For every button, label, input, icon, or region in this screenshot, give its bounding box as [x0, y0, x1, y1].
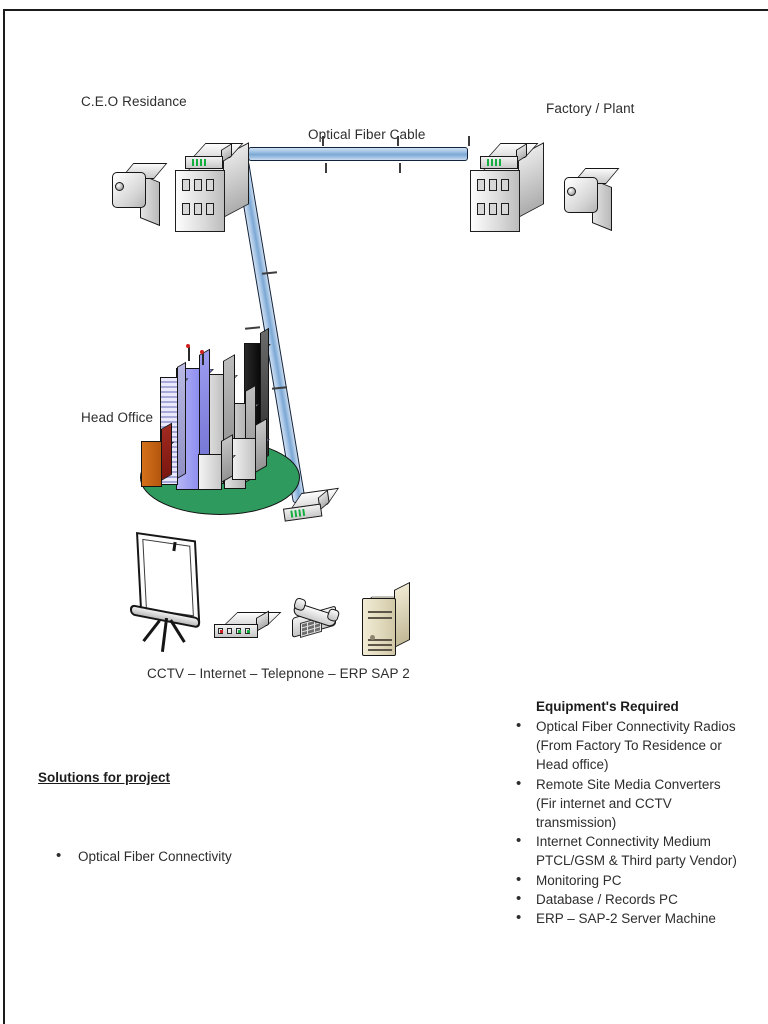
label-ceo-residence: C.E.O Residance	[81, 94, 187, 109]
projector-leg	[142, 619, 162, 643]
server-vent	[368, 649, 392, 652]
antenna-mast	[188, 347, 190, 361]
router-port	[227, 628, 232, 634]
projector-leg	[160, 617, 169, 653]
solutions-section: Solutions for project Optical Fiber Conn…	[38, 770, 338, 866]
converter-led	[499, 159, 502, 166]
cable-tick-above-1	[322, 136, 324, 146]
server-vent	[368, 639, 392, 642]
list-item: Monitoring PC	[512, 870, 742, 890]
list-item: Internet Connectivity Medium PTCL/GSM & …	[512, 831, 742, 870]
server-drive-slot	[368, 611, 392, 614]
label-factory-plant: Factory / Plant	[546, 101, 635, 116]
building-window	[501, 203, 509, 215]
router-led-green	[238, 630, 241, 633]
building-window	[501, 179, 509, 191]
optical-fiber-cable-horizontal	[248, 147, 468, 161]
solutions-title: Solutions for project	[38, 770, 171, 785]
building-window	[194, 203, 202, 215]
converter-led	[491, 159, 494, 166]
cable-tick-below-2	[399, 163, 401, 173]
label-devices-caption: CCTV – Internet – Telepnone – ERP SAP 2	[147, 666, 410, 681]
server-drive-slot	[368, 617, 392, 620]
diagonal-tick-1	[261, 271, 278, 275]
server-side	[394, 581, 410, 648]
building-window	[489, 203, 497, 215]
building-window	[477, 203, 485, 215]
cctv-camera-icon-ceo	[110, 160, 172, 227]
router-led-red	[220, 630, 223, 633]
diagonal-tick-2	[244, 326, 261, 330]
building-front	[175, 170, 225, 232]
converter-led	[192, 159, 195, 166]
server-front	[362, 598, 396, 656]
label-head-office: Head Office	[81, 410, 154, 425]
antenna-light	[200, 350, 204, 354]
list-item: Optical Fiber Connectivity	[38, 846, 338, 866]
telephone-icon	[290, 598, 352, 650]
cable-tick-below-1	[325, 163, 327, 173]
equipment-title: Equipment's Required	[536, 699, 679, 714]
camera-lens	[567, 187, 576, 196]
antenna-mast	[202, 353, 204, 365]
equipment-list: Optical Fiber Connectivity Radios (From …	[512, 716, 742, 928]
server-power-button	[370, 635, 375, 640]
projector-screen-surface	[142, 538, 194, 617]
media-converter-icon-factory	[480, 143, 539, 173]
label-optical-fiber-cable: Optical Fiber Cable	[308, 127, 426, 142]
converter-led	[200, 159, 203, 166]
router-led-green	[247, 630, 250, 633]
building-window	[182, 179, 190, 191]
projection-screen-icon	[130, 532, 206, 654]
solutions-list: Optical Fiber Connectivity	[38, 846, 338, 866]
camera-body	[112, 172, 146, 208]
building-window	[477, 179, 485, 191]
media-converter-icon-ceo	[185, 143, 244, 173]
cable-tick-above-2	[397, 136, 399, 146]
building-window	[182, 203, 190, 215]
building-window	[206, 203, 214, 215]
building-window	[206, 179, 214, 191]
equipment-section: Equipment's Required Optical Fiber Conne…	[512, 699, 742, 928]
server-tower-icon	[362, 581, 420, 661]
camera-lens	[115, 182, 124, 191]
converter-led	[204, 159, 207, 166]
building-window	[489, 179, 497, 191]
list-item: Optical Fiber Connectivity Radios (From …	[512, 716, 742, 775]
office-building-icon-ceo	[175, 142, 261, 238]
building-window	[194, 179, 202, 191]
cctv-camera-icon-factory	[562, 165, 624, 232]
list-item: Remote Site Media Converters (Fir intern…	[512, 774, 742, 833]
list-item: ERP – SAP-2 Server Machine	[512, 908, 742, 928]
building-front	[470, 170, 520, 232]
antenna-light	[186, 344, 190, 348]
converter-led	[487, 159, 490, 166]
cable-tick-above-3	[468, 136, 470, 146]
city-skyline-icon	[140, 327, 340, 535]
server-vent	[368, 644, 392, 647]
converter-led	[196, 159, 199, 166]
router-switch-icon	[214, 610, 282, 650]
office-building-icon-factory	[470, 142, 556, 238]
list-item: Database / Records PC	[512, 889, 742, 909]
converter-led	[495, 159, 498, 166]
